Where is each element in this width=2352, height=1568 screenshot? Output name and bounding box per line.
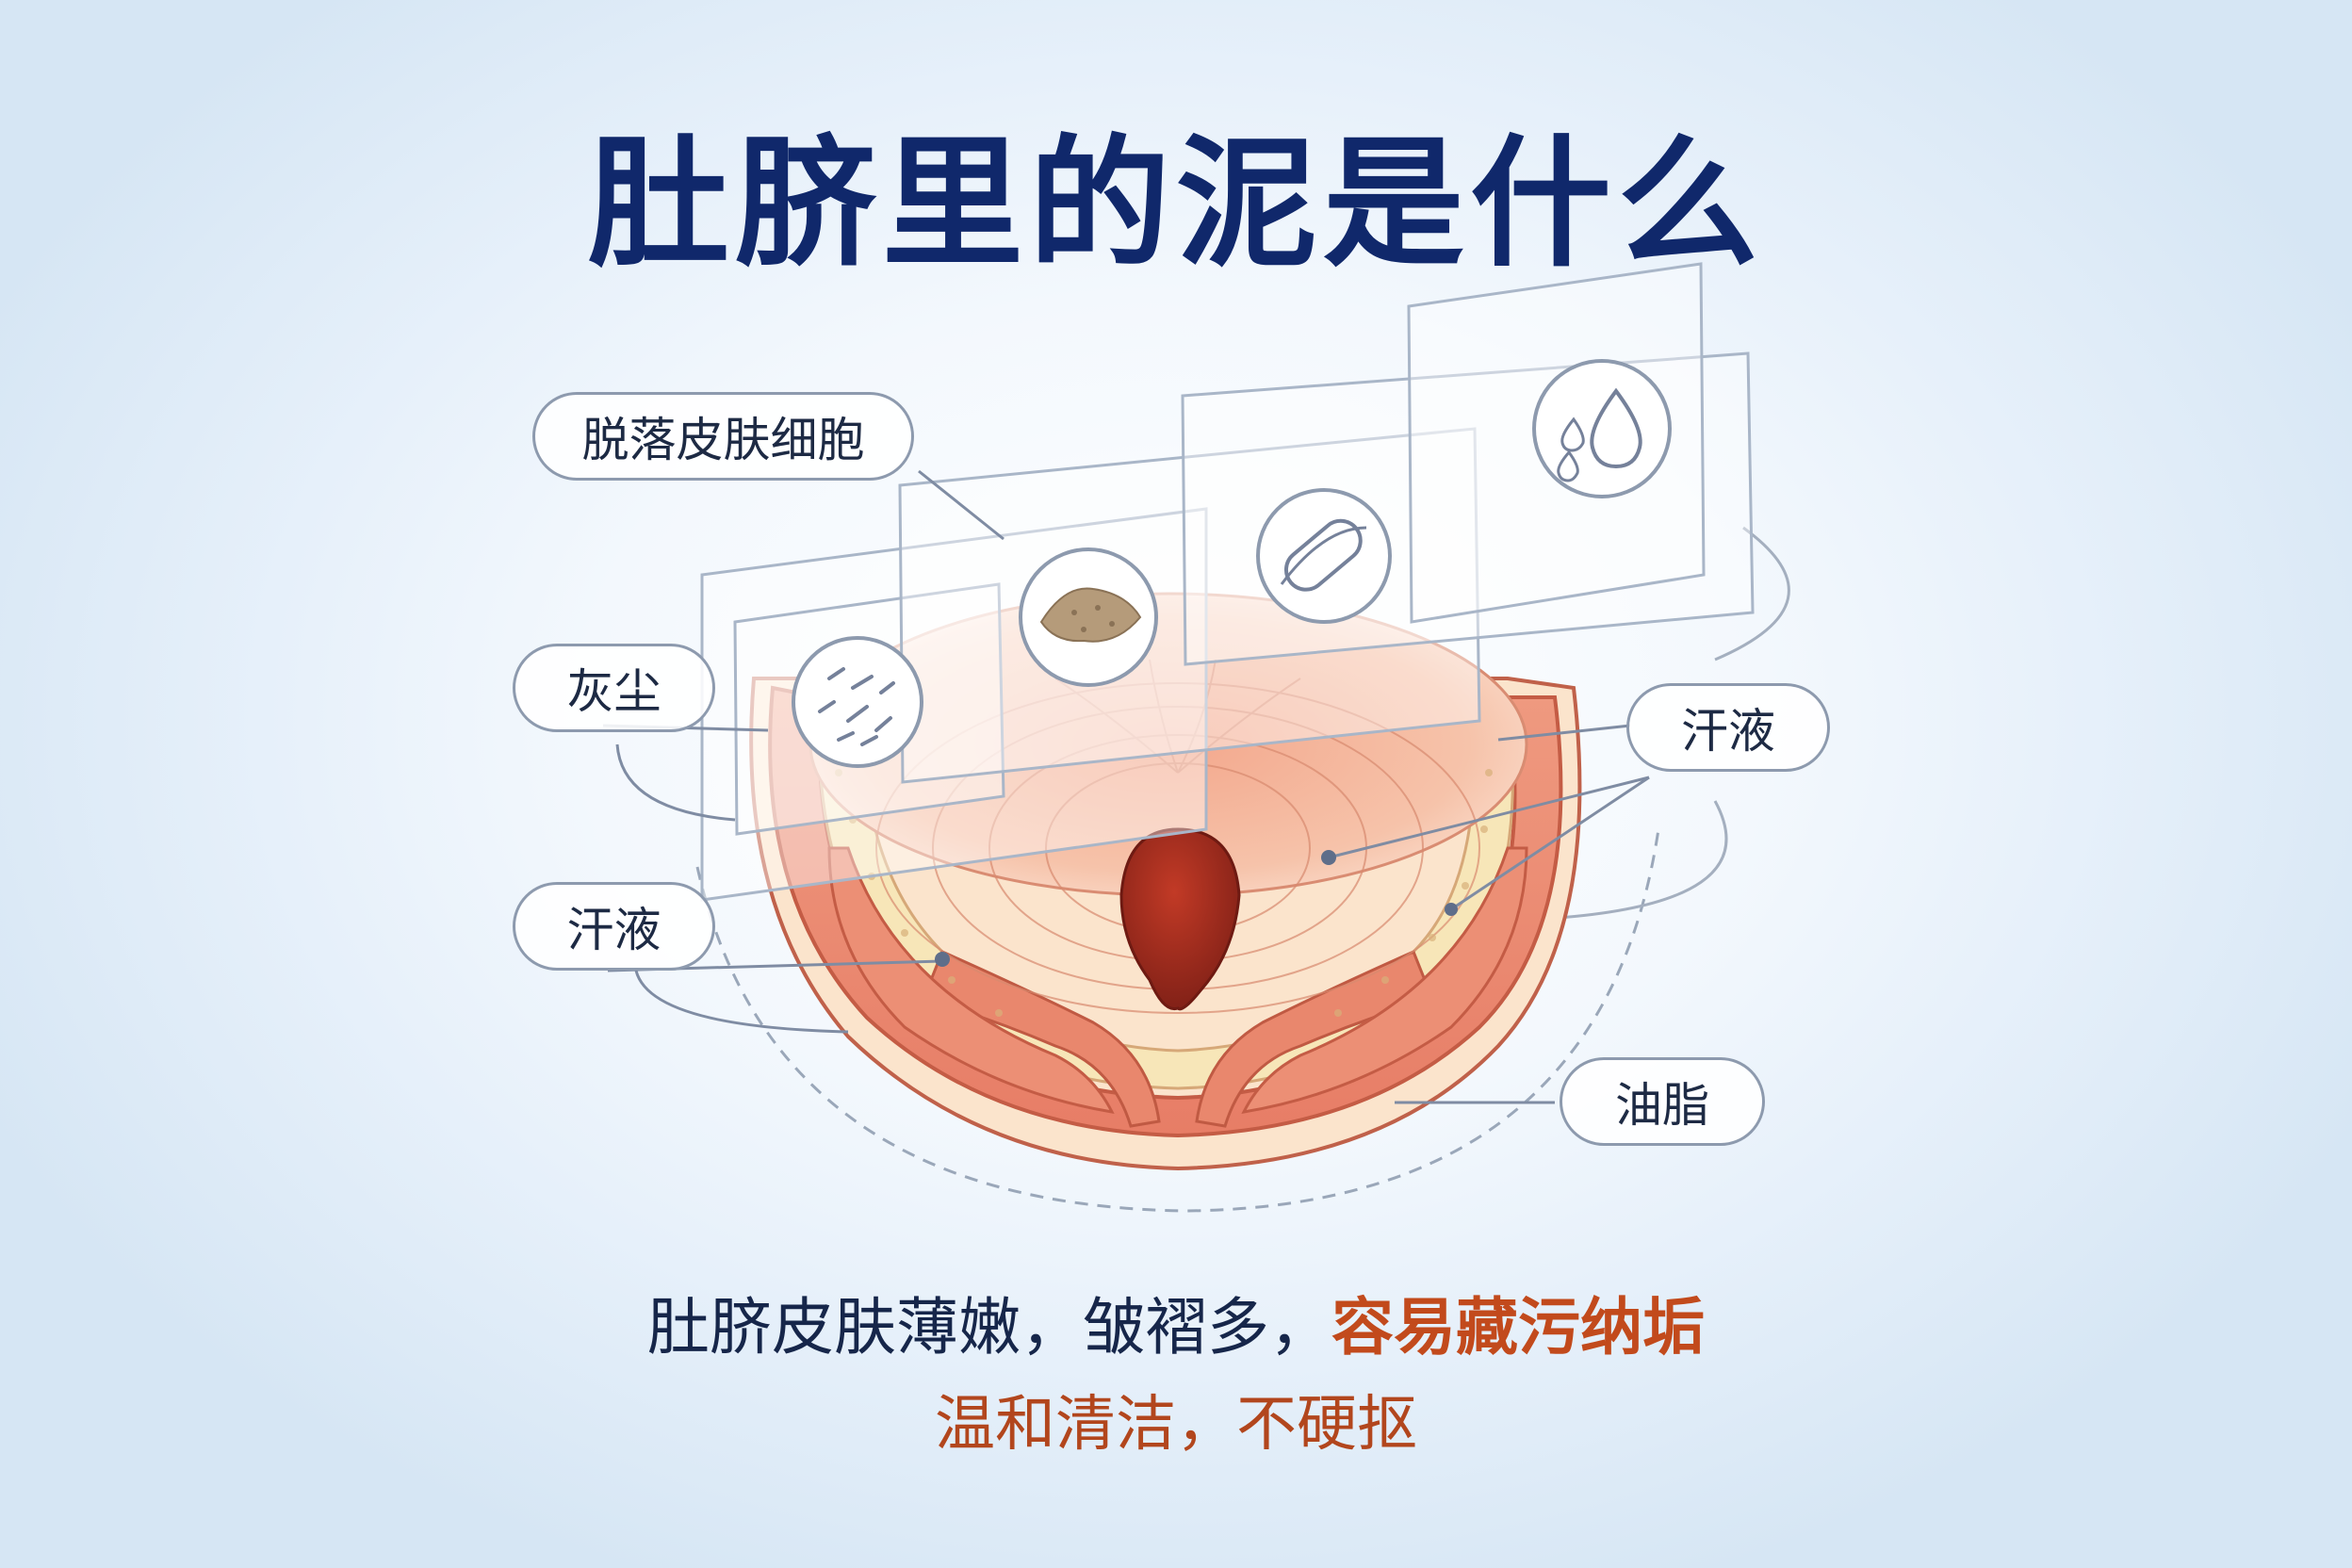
muscle-band-left xyxy=(827,846,1115,1114)
bandage-icon xyxy=(1256,488,1392,624)
leader-dots xyxy=(935,850,1458,967)
caption-line-1: 肚脐皮肤薄嫩，皱褶多，容易藏污纳垢 xyxy=(0,1277,2352,1367)
caption-line-1-prefix: 肚脐皮肤薄嫩，皱褶多， xyxy=(647,1291,1331,1364)
guide-loop-right xyxy=(1714,526,1790,662)
skin-flakes-icon xyxy=(1019,547,1158,687)
caption-line-1-highlight: 容易藏污纳垢 xyxy=(1331,1291,1705,1364)
page-title: 肚脐里的泥是什么 xyxy=(587,122,1764,286)
label-sweat-right: 汗液 xyxy=(1626,683,1830,772)
guide-loop-right-2 xyxy=(1544,800,1728,921)
label-shed-skin-cells: 脱落皮肤细胞 xyxy=(532,392,914,481)
label-sweat-left: 汗液 xyxy=(513,882,715,971)
navel-cavity xyxy=(1119,827,1241,1011)
navel-fold-left xyxy=(921,949,1161,1128)
water-drops-icon xyxy=(1532,359,1672,498)
label-dust: 灰尘 xyxy=(513,644,715,732)
dashed-guide-arc xyxy=(695,828,1660,1213)
caption-line-2: 温和清洁，不硬抠 xyxy=(935,1390,1417,1460)
muscle-band-right xyxy=(1241,846,1528,1114)
label-oil: 油脂 xyxy=(1560,1057,1765,1146)
dust-particles-icon xyxy=(792,636,923,768)
navel-fold-right xyxy=(1195,949,1435,1128)
fat-texture xyxy=(835,769,1493,1017)
